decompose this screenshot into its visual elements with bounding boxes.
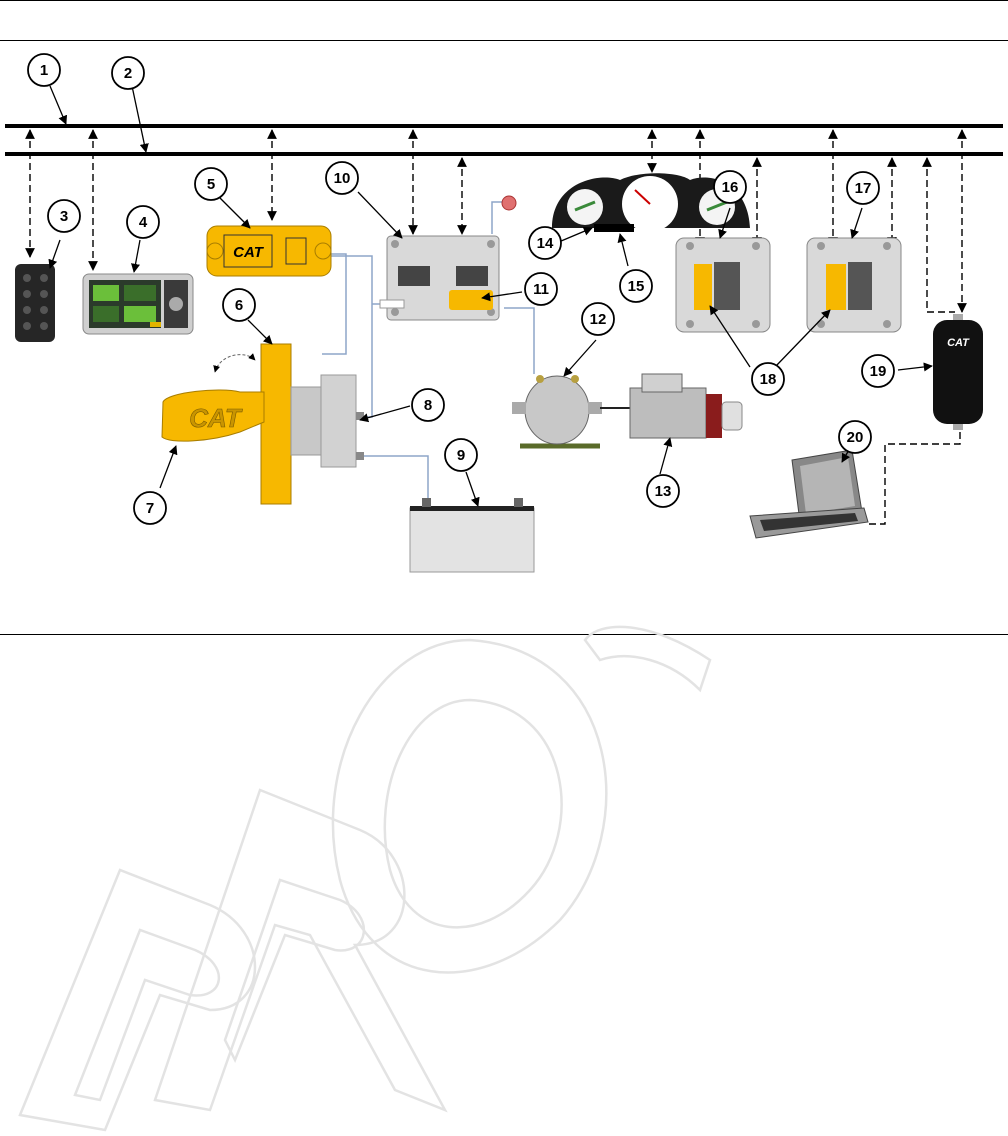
callout-label-1: 1 xyxy=(40,62,48,79)
figure-top-rule xyxy=(0,40,1008,41)
cat-module[interactable]: CAT xyxy=(207,226,331,276)
callout-label-13: 13 xyxy=(655,483,672,500)
callout-label-7: 7 xyxy=(146,500,154,517)
top-rule xyxy=(0,0,1008,1)
callout-label-18: 18 xyxy=(760,371,777,388)
callout-label-10: 10 xyxy=(334,170,351,187)
starter-relay[interactable] xyxy=(512,375,602,446)
engine-controller[interactable] xyxy=(380,236,499,320)
operator-display[interactable] xyxy=(83,274,193,334)
callout-label-12: 12 xyxy=(590,311,607,328)
callout-label-6: 6 xyxy=(235,297,243,314)
indicator-light xyxy=(502,196,516,210)
callout-label-5: 5 xyxy=(207,176,215,193)
service-laptop[interactable] xyxy=(750,450,868,538)
callout-label-14: 14 xyxy=(537,235,554,252)
callout-label-15: 15 xyxy=(628,278,645,295)
callout-label-8: 8 xyxy=(424,397,432,414)
communication-adapter[interactable]: CAT xyxy=(933,314,983,430)
callout-label-16: 16 xyxy=(722,179,739,196)
keypad[interactable] xyxy=(15,264,55,342)
callout-label-19: 19 xyxy=(870,363,887,380)
callout-label-2: 2 xyxy=(124,65,132,82)
callout-label-20: 20 xyxy=(847,429,864,446)
key-switch[interactable]: CAT xyxy=(162,344,364,504)
key-cat-logo-text: CAT xyxy=(189,403,243,433)
callout-label-4: 4 xyxy=(139,214,148,231)
adapter-cat-logo-text: CAT xyxy=(947,337,970,349)
figure-bottom-rule xyxy=(0,634,1008,635)
starter-motor[interactable] xyxy=(600,374,742,438)
network-diagram: CAT CAT xyxy=(0,42,1008,634)
battery[interactable] xyxy=(410,498,534,572)
callout-label-3: 3 xyxy=(60,208,68,225)
callout-label-9: 9 xyxy=(457,447,465,464)
ecm-module-2[interactable] xyxy=(807,238,901,332)
cat-logo-text: CAT xyxy=(233,244,265,261)
callout-label-11: 11 xyxy=(533,281,549,298)
callout-label-17: 17 xyxy=(855,180,872,197)
ecm-module-1[interactable] xyxy=(676,238,770,332)
